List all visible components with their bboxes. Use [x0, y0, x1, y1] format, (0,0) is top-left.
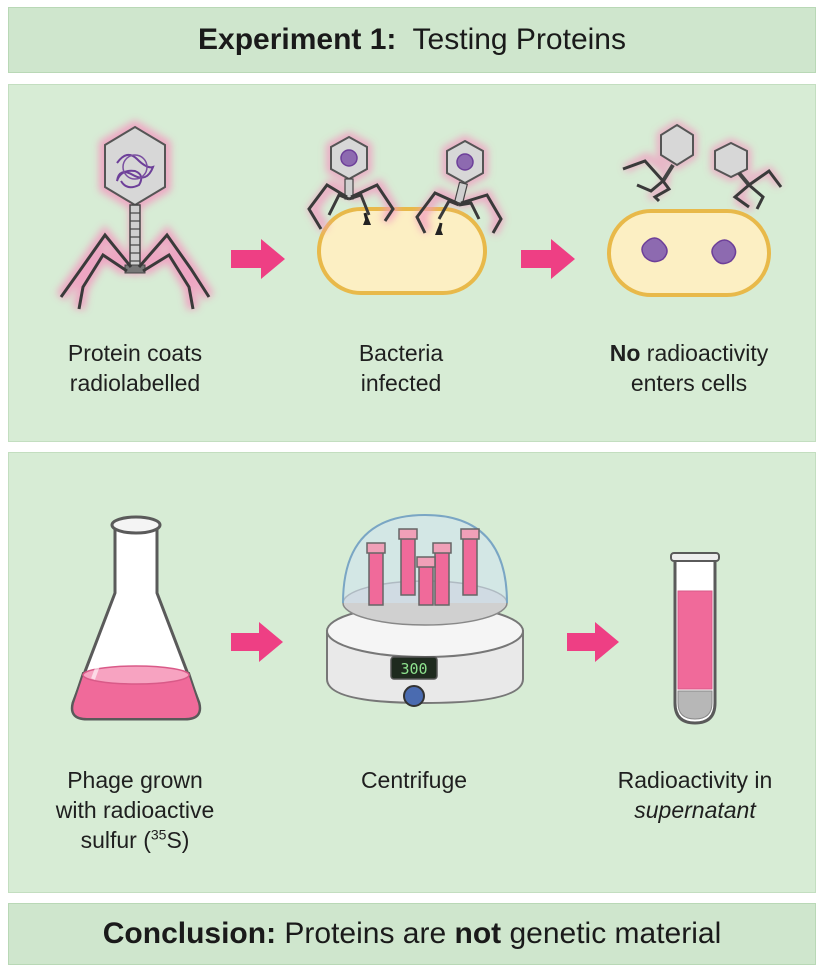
- arrow-right-icon: [521, 239, 575, 279]
- conclusion-part: genetic material: [501, 917, 722, 950]
- step-caption-radioactivity: Radioactivity in supernatant: [575, 765, 815, 825]
- bacterium-icon: [317, 207, 487, 295]
- step-caption-no-radioactivity: No radioactivity enters cells: [569, 338, 809, 398]
- bacteriophage-icon: [415, 135, 505, 235]
- arrow-right-icon: [567, 622, 619, 662]
- conclusion-banner: Conclusion: Proteins are not genetic mat…: [8, 903, 816, 965]
- caption-line: radiolabelled: [69, 370, 201, 396]
- caption-line: radioactivity: [640, 340, 769, 366]
- step-caption-phage-grown: Phage grown with radioactive sulfur (35S…: [15, 765, 255, 855]
- caption-line: Phage grown: [67, 767, 203, 793]
- bacteriophage-icon: [711, 138, 783, 211]
- caption-emphasis: No: [609, 340, 641, 366]
- bottom-panel: 300 Phage grown with radioactive sulfur …: [8, 452, 816, 893]
- centrifuge-display: 300: [400, 660, 427, 678]
- title-banner: Experiment 1: Testing Proteins: [8, 7, 816, 73]
- bacterium-icon: [607, 209, 771, 297]
- arrow-right-icon: [231, 239, 285, 279]
- caption-line: infected: [360, 370, 442, 396]
- arrow-right-icon: [231, 622, 283, 662]
- caption-line: Radioactivity in: [617, 767, 773, 793]
- conclusion-prefix: Conclusion:: [102, 917, 277, 950]
- bottom-panel-illustration: 300: [70, 513, 720, 725]
- caption-emphasis: supernatant: [634, 797, 756, 823]
- caption-line: with radioactive: [55, 797, 215, 823]
- conclusion-part: Proteins are: [276, 917, 455, 950]
- centrifuge-icon: [326, 513, 524, 707]
- caption-line: S): [166, 827, 190, 853]
- caption-line: Bacteria: [358, 340, 444, 366]
- top-panel-illustration: [56, 120, 783, 311]
- step-caption-centrifuge: Centrifuge: [294, 765, 534, 795]
- caption-line: enters cells: [630, 370, 748, 396]
- bacteriophage-icon: [56, 120, 215, 311]
- bacteriophage-icon: [622, 120, 697, 203]
- test-tube-icon: [670, 552, 720, 725]
- isotope-superscript: 35: [150, 826, 167, 843]
- caption-line: Protein coats: [67, 340, 203, 366]
- step-caption-protein-coats: Protein coats radiolabelled: [15, 338, 255, 398]
- caption-line: Centrifuge: [360, 767, 468, 793]
- flask-icon: [70, 515, 202, 721]
- title-prefix: Experiment 1:: [198, 23, 397, 56]
- top-panel: Protein coats radiolabelled Bacteria inf…: [8, 84, 816, 442]
- caption-line: sulfur (: [80, 827, 151, 853]
- page-title: Experiment 1: Testing Proteins: [198, 23, 626, 57]
- bacteriophage-icon: [306, 131, 399, 232]
- step-caption-bacteria-infected: Bacteria infected: [281, 338, 521, 398]
- title-text: Testing Proteins: [412, 23, 626, 56]
- conclusion-emphasis: not: [454, 917, 502, 950]
- conclusion-text: Conclusion: Proteins are not genetic mat…: [103, 917, 722, 951]
